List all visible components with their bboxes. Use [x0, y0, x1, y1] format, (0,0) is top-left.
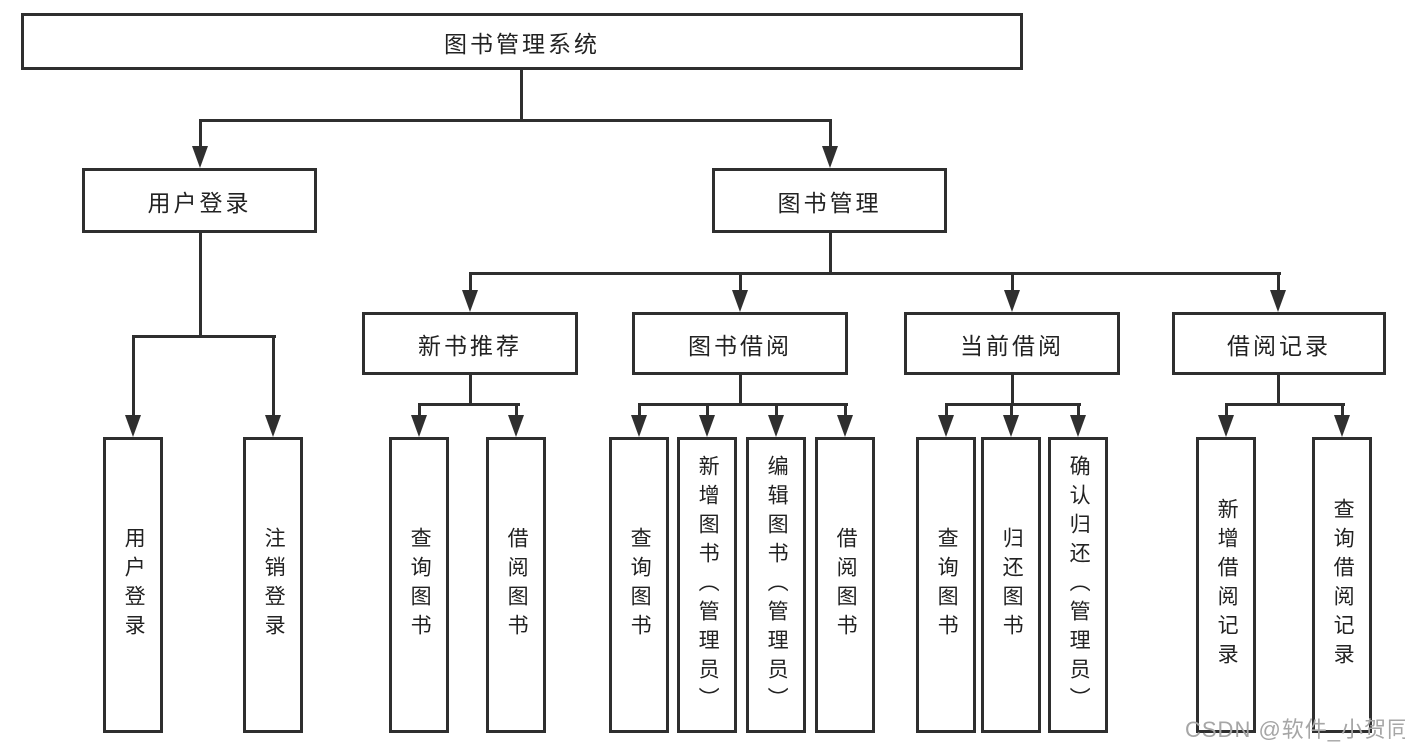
- node-label: 归还图书: [1000, 527, 1024, 643]
- node-label: 查询图书: [935, 527, 959, 643]
- connector-line: [272, 335, 275, 417]
- node-logout: 注销登录: [243, 437, 303, 733]
- node-current-borrow: 当前借阅: [904, 312, 1120, 375]
- arrowhead-down-icon: [1070, 415, 1086, 437]
- connector-line: [829, 119, 832, 149]
- node-library-management-system: 图书管理系统: [21, 13, 1023, 70]
- connector-line: [1277, 272, 1280, 292]
- node-borrow-books: 借阅图书: [815, 437, 875, 733]
- connector-line: [775, 403, 778, 417]
- connector-line: [844, 403, 847, 417]
- node-label: 图书管理: [777, 189, 882, 216]
- node-edit-books-admin: 编辑图书（管理员）: [746, 437, 806, 733]
- arrowhead-down-icon: [822, 146, 838, 168]
- node-label: 图书借阅: [688, 332, 792, 359]
- connector-line: [739, 375, 742, 406]
- arrowhead-down-icon: [1334, 415, 1350, 437]
- arrowhead-down-icon: [1270, 290, 1286, 312]
- connector-line: [1077, 403, 1080, 417]
- node-add-borrow-record: 新增借阅记录: [1196, 437, 1256, 733]
- node-book-management: 图书管理: [712, 168, 947, 233]
- node-label: 新增图书（管理员）: [696, 454, 720, 716]
- connector-line: [706, 403, 709, 417]
- connector-line: [1010, 403, 1013, 417]
- connector-line: [1341, 403, 1344, 417]
- node-new-book-recommend: 新书推荐: [362, 312, 578, 375]
- connector-line: [945, 403, 1081, 406]
- connector-line: [469, 272, 472, 292]
- node-query-books: 查询图书: [389, 437, 449, 733]
- node-label: 新书推荐: [418, 332, 522, 359]
- arrowhead-down-icon: [1218, 415, 1234, 437]
- node-label: 新增借阅记录: [1215, 498, 1239, 672]
- node-label: 借阅记录: [1227, 332, 1331, 359]
- arrowhead-down-icon: [1003, 415, 1019, 437]
- node-label: 当前借阅: [960, 332, 1064, 359]
- connector-line: [469, 272, 1281, 275]
- connector-line: [1011, 375, 1014, 406]
- node-book-borrow: 图书借阅: [632, 312, 848, 375]
- connector-line: [739, 272, 742, 292]
- node-label: 借阅图书: [505, 527, 529, 643]
- connector-line: [520, 70, 523, 121]
- connector-line: [418, 403, 520, 406]
- connector-line: [418, 403, 421, 417]
- arrowhead-down-icon: [938, 415, 954, 437]
- node-label: 查询借阅记录: [1331, 498, 1355, 672]
- arrowhead-down-icon: [837, 415, 853, 437]
- connector-line: [469, 375, 472, 406]
- node-user-login: 用户登录: [82, 168, 317, 233]
- arrowhead-down-icon: [631, 415, 647, 437]
- node-user-login-leaf: 用户登录: [103, 437, 163, 733]
- arrowhead-down-icon: [768, 415, 784, 437]
- node-label: 注销登录: [262, 527, 286, 643]
- connector-line: [1225, 403, 1345, 406]
- watermark: CSDN @软件_小贺同学: [1185, 717, 1405, 742]
- arrowhead-down-icon: [192, 146, 208, 168]
- node-label: 查询图书: [408, 527, 432, 643]
- arrowhead-down-icon: [732, 290, 748, 312]
- node-query-books: 查询图书: [609, 437, 669, 733]
- node-label: 用户登录: [122, 527, 146, 643]
- connector-line: [199, 233, 202, 337]
- connector-line: [638, 403, 641, 417]
- arrowhead-down-icon: [265, 415, 281, 437]
- connector-line: [199, 119, 202, 149]
- arrowhead-down-icon: [699, 415, 715, 437]
- connector-line: [132, 335, 276, 338]
- arrowhead-down-icon: [411, 415, 427, 437]
- node-add-books-admin: 新增图书（管理员）: [677, 437, 737, 733]
- arrowhead-down-icon: [508, 415, 524, 437]
- connector-line: [945, 403, 948, 417]
- node-label: 借阅图书: [834, 527, 858, 643]
- arrowhead-down-icon: [462, 290, 478, 312]
- node-borrow-records: 借阅记录: [1172, 312, 1386, 375]
- node-label: 查询图书: [628, 527, 652, 643]
- node-label: 图书管理系统: [444, 30, 600, 57]
- connector-line: [1011, 272, 1014, 292]
- connector-line: [1225, 403, 1228, 417]
- node-return-books: 归还图书: [981, 437, 1041, 733]
- node-label: 确认归还（管理员）: [1067, 454, 1091, 716]
- node-borrow-books: 借阅图书: [486, 437, 546, 733]
- connector-line: [638, 403, 848, 406]
- connector-line: [1277, 375, 1280, 406]
- node-query-borrow-record: 查询借阅记录: [1312, 437, 1372, 733]
- arrowhead-down-icon: [1004, 290, 1020, 312]
- connector-line: [515, 403, 518, 417]
- node-label: 编辑图书（管理员）: [765, 454, 789, 716]
- node-confirm-return-admin: 确认归还（管理员）: [1048, 437, 1108, 733]
- connector-line: [829, 233, 832, 275]
- arrowhead-down-icon: [125, 415, 141, 437]
- node-label: 用户登录: [147, 189, 252, 216]
- connector-line: [199, 119, 832, 122]
- node-query-books: 查询图书: [916, 437, 976, 733]
- connector-line: [132, 335, 135, 417]
